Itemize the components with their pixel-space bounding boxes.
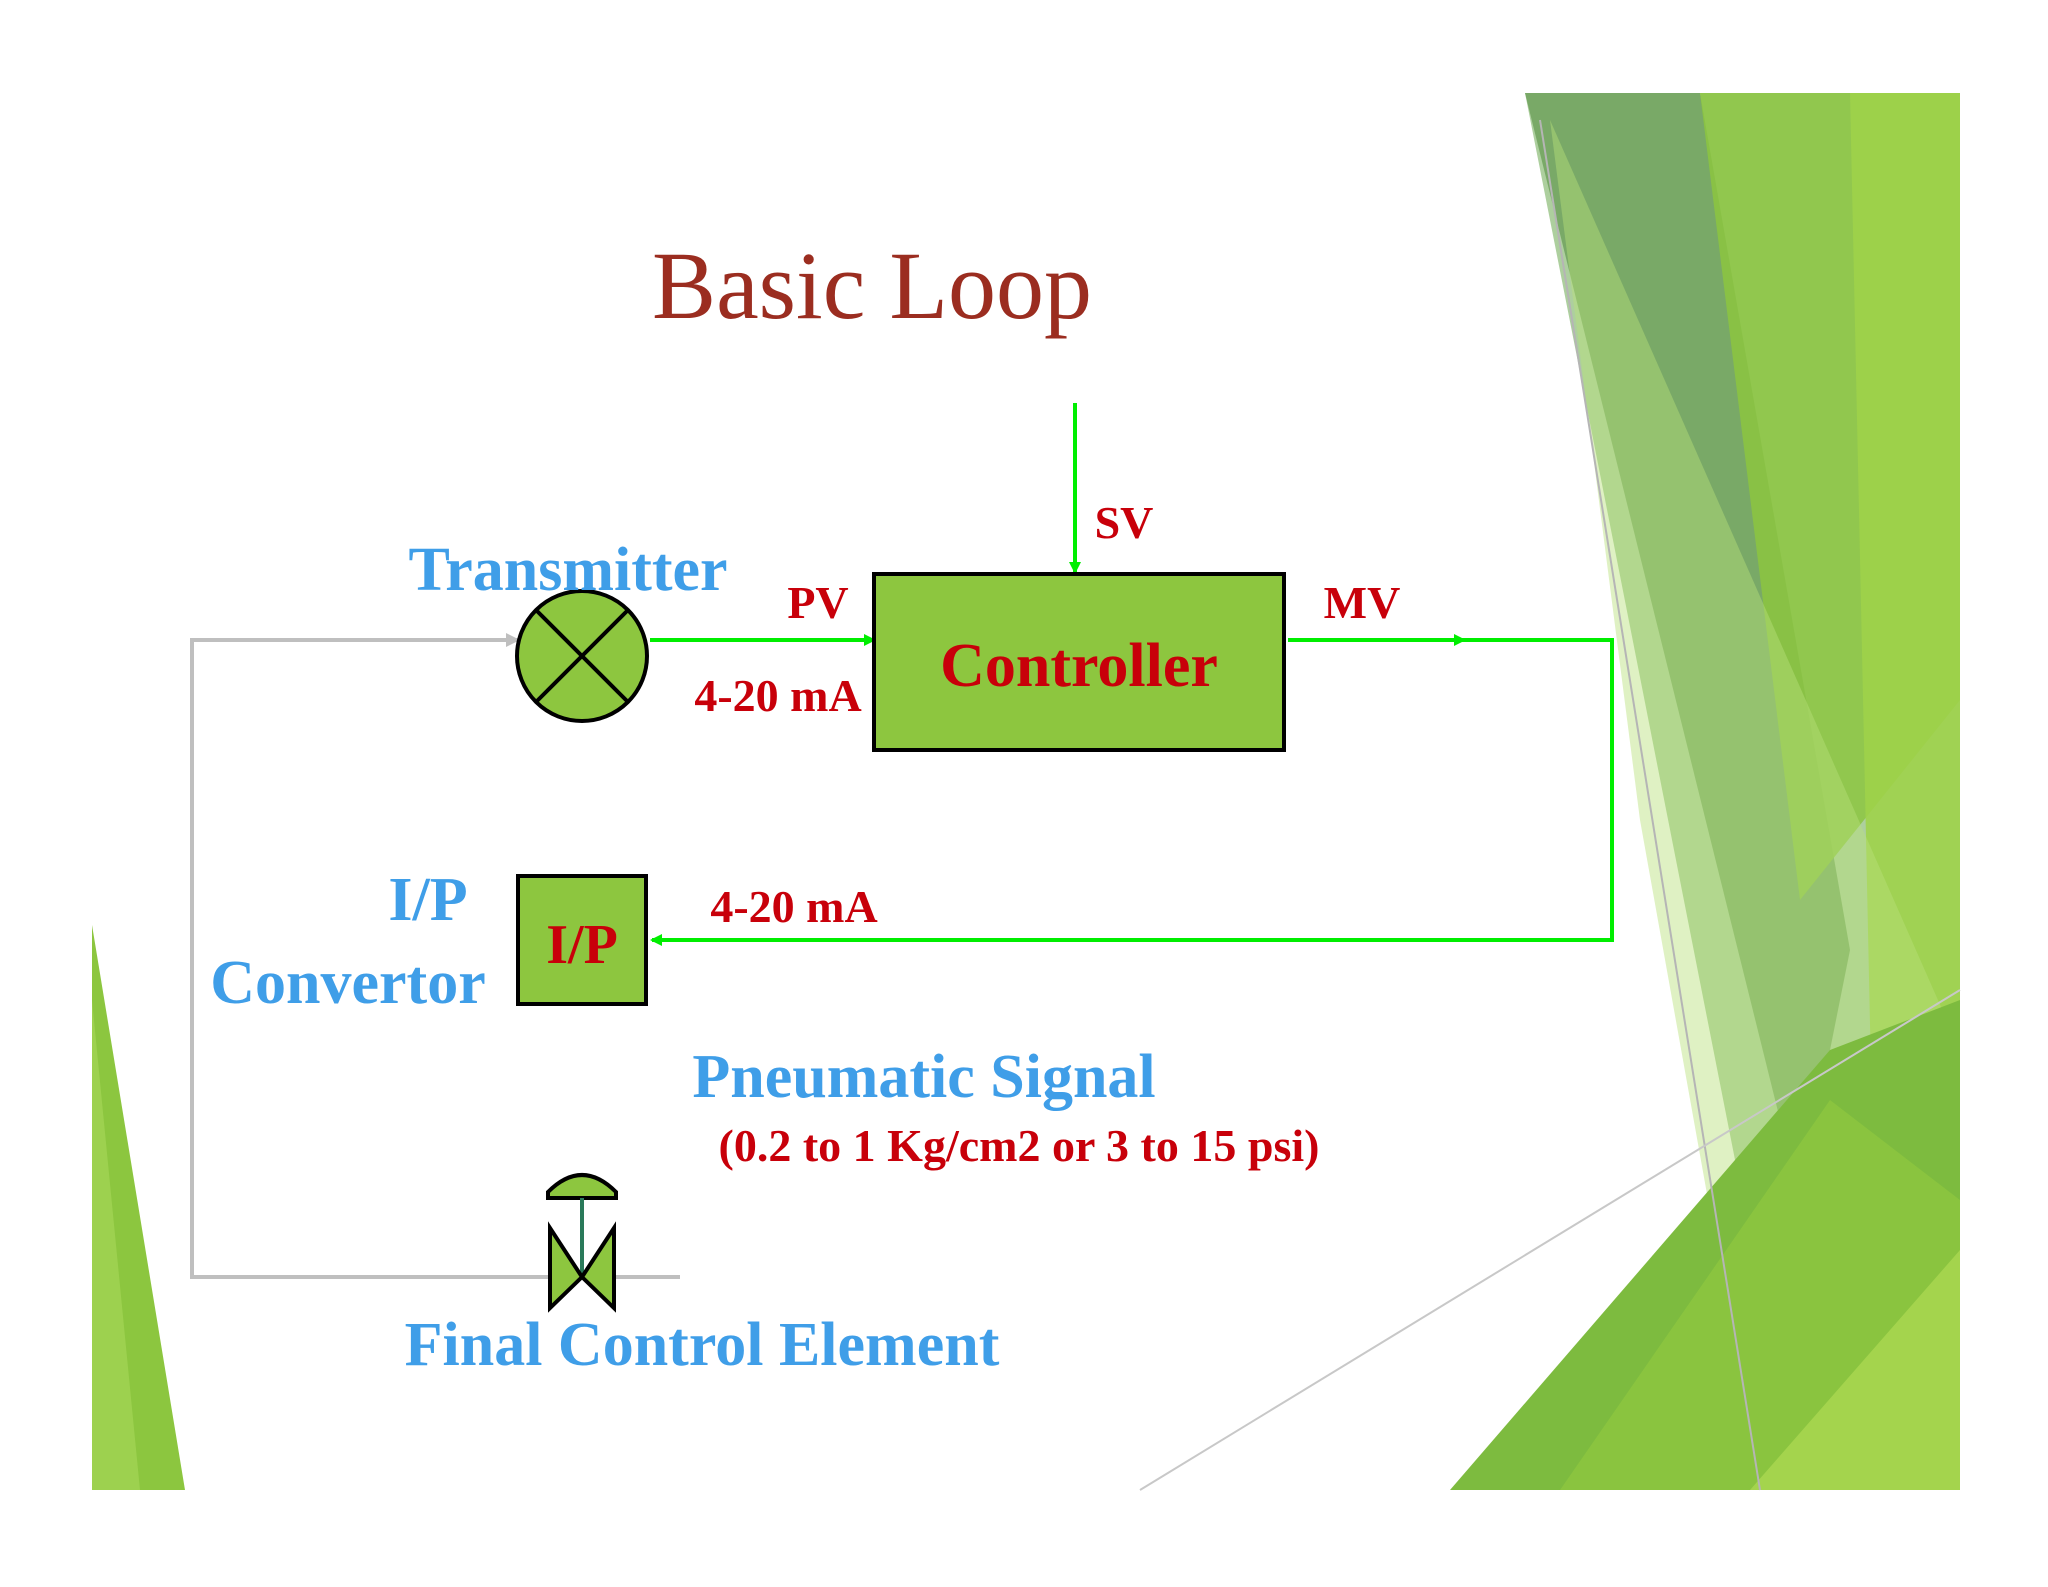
pneumatic-range-label: (0.2 to 1 Kg/cm2 or 3 to 15 psi) <box>719 1120 1320 1171</box>
process-line <box>190 633 680 1279</box>
current-in-label: 4-20 mA <box>694 670 861 721</box>
slide-title: Basic Loop <box>652 232 1092 339</box>
pv-label: PV <box>787 577 848 628</box>
transmitter-label: Transmitter <box>408 536 727 604</box>
ip-heading-line1: I/P <box>388 866 467 934</box>
output-signal-line <box>650 638 1614 946</box>
theme-decoration <box>92 93 1961 1491</box>
ip-heading-line2: Convertor <box>210 949 485 1017</box>
pneumatic-signal-label: Pneumatic Signal <box>692 1043 1155 1111</box>
sv-label: SV <box>1095 497 1154 548</box>
circle-cross-icon <box>515 589 649 723</box>
ip-converter-block <box>516 874 648 1006</box>
control-valve-icon <box>546 1173 618 1313</box>
final-control-element-label: Final Control Element <box>405 1311 1000 1379</box>
controller-block <box>872 572 1286 752</box>
current-out-label: 4-20 mA <box>710 881 877 932</box>
ip-box-label: I/P <box>546 914 618 976</box>
mv-label: MV <box>1324 577 1401 628</box>
controller-label: Controller <box>940 632 1218 700</box>
